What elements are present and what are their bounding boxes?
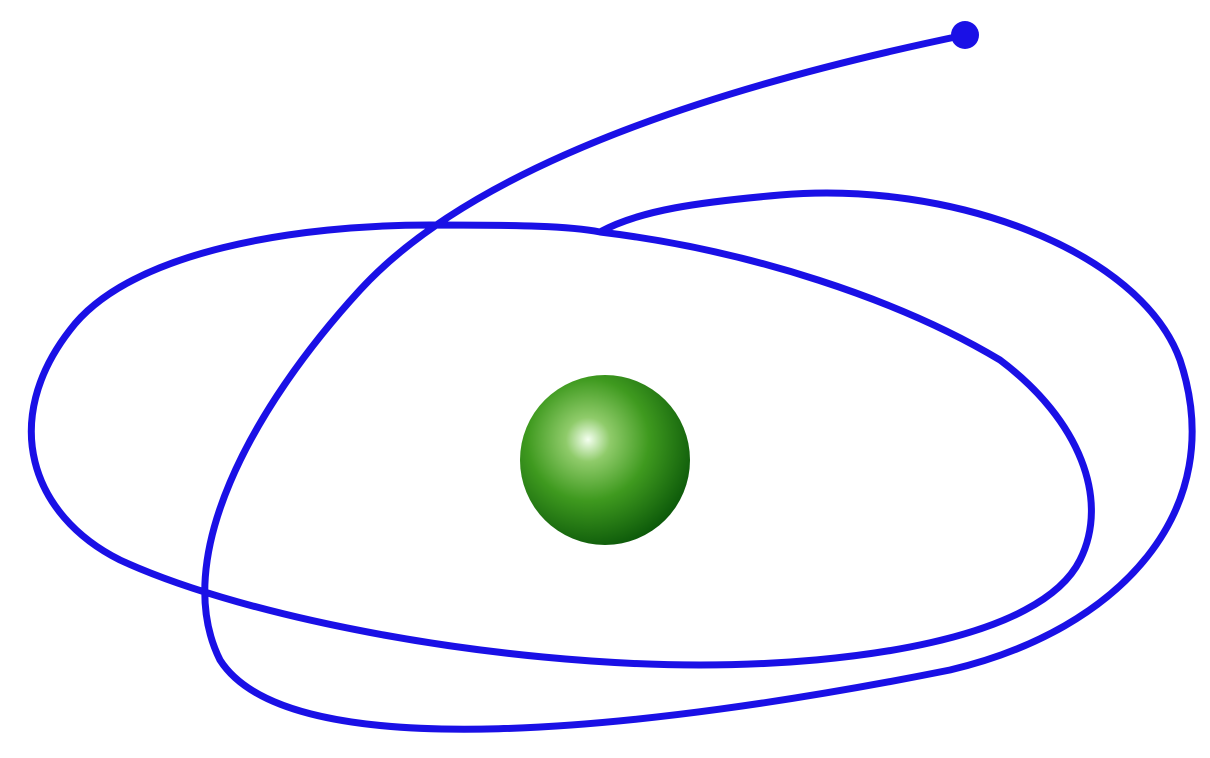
orbit-endpoint-marker: [951, 21, 979, 49]
central-body-sphere: [520, 375, 690, 545]
